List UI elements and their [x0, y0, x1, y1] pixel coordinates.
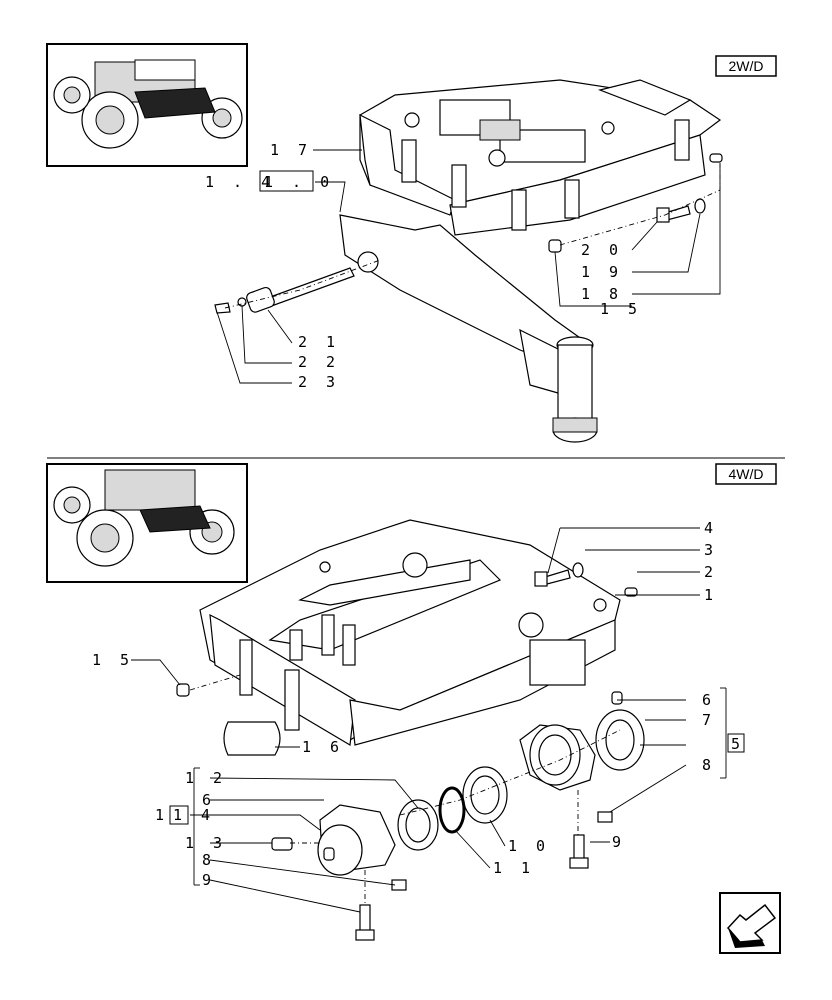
label-9-left: 9: [202, 871, 216, 889]
label-22: 2 2: [298, 353, 340, 371]
ref-box-14: [169, 805, 189, 825]
label-1: 1: [704, 586, 718, 604]
front-axle-beam-2wd: [339, 214, 598, 443]
grease-nipple-8-right: [597, 811, 613, 823]
grease-plug-6-left: [323, 847, 335, 861]
label-21: 2 1: [298, 333, 340, 351]
next-page-arrow-icon[interactable]: [719, 892, 781, 954]
label-6-left: 6: [202, 791, 216, 809]
label-9-right: 9: [612, 833, 626, 851]
label-1-prefix: 1: [155, 806, 169, 824]
label-15-bottom: 1 5: [92, 651, 134, 669]
label-8-right: 8: [702, 756, 716, 774]
label-18: 1 8: [581, 285, 623, 303]
pin-15-top: [709, 153, 723, 163]
label-2: 2: [704, 563, 718, 581]
badge-2wd: 2W/D: [715, 55, 777, 77]
label-8-left: 8: [202, 851, 216, 869]
bolt-20: [656, 205, 691, 223]
washer-3: [572, 562, 584, 578]
label-6-right: 6: [702, 691, 716, 709]
badge-2wd-text: 2W/D: [729, 58, 764, 74]
label-17: 1 7: [270, 141, 312, 159]
ref-box: [259, 170, 314, 192]
label-4: 4: [704, 519, 718, 537]
housing-left: [317, 804, 396, 876]
bushing-7: [595, 709, 645, 771]
bushing-12: [397, 799, 439, 851]
label-11: 1 1: [493, 859, 535, 877]
screw-13: [271, 837, 293, 851]
label-19: 1 9: [581, 263, 623, 281]
plug-15-bottom: [176, 683, 190, 697]
bolt-9-left: [355, 904, 375, 941]
label-12: 1 2: [185, 769, 227, 787]
front-axle-support-2wd: [359, 79, 722, 236]
housing-right: [519, 724, 596, 791]
tractor-4wd-icon: [46, 463, 248, 583]
label-20: 2 0: [581, 241, 623, 259]
label-1-4: 1 . 4: [205, 173, 275, 191]
seal-ring-11: [438, 786, 466, 834]
pin-2: [624, 587, 638, 597]
bolt-4: [534, 569, 571, 587]
label-15-top: 1 5: [600, 300, 642, 318]
pivot-pin-21: [214, 267, 355, 314]
label-14: 1 4: [173, 806, 215, 824]
cover-16: [223, 721, 281, 756]
tractor-2wd-icon: [46, 43, 248, 167]
label-3: 3: [704, 541, 718, 559]
label-23: 2 3: [298, 373, 340, 391]
label-16: 1 6: [302, 738, 344, 756]
grease-plug-6-right: [611, 691, 623, 705]
badge-4wd-text: 4W/D: [729, 466, 764, 482]
label-5: 5: [731, 735, 745, 753]
label-13: 1 3: [185, 834, 227, 852]
thrust-ring-10: [462, 766, 508, 824]
front-axle-support-4wd: [199, 519, 621, 746]
label-7: 7: [702, 711, 716, 729]
label-10: 1 0: [508, 837, 550, 855]
washer-19: [694, 198, 706, 214]
ref-box-5: [727, 733, 745, 753]
plug-18: [548, 239, 562, 253]
bolt-9-right: [569, 834, 589, 869]
label-1-0: 1 . 0: [264, 173, 334, 191]
badge-4wd: 4W/D: [715, 463, 777, 485]
